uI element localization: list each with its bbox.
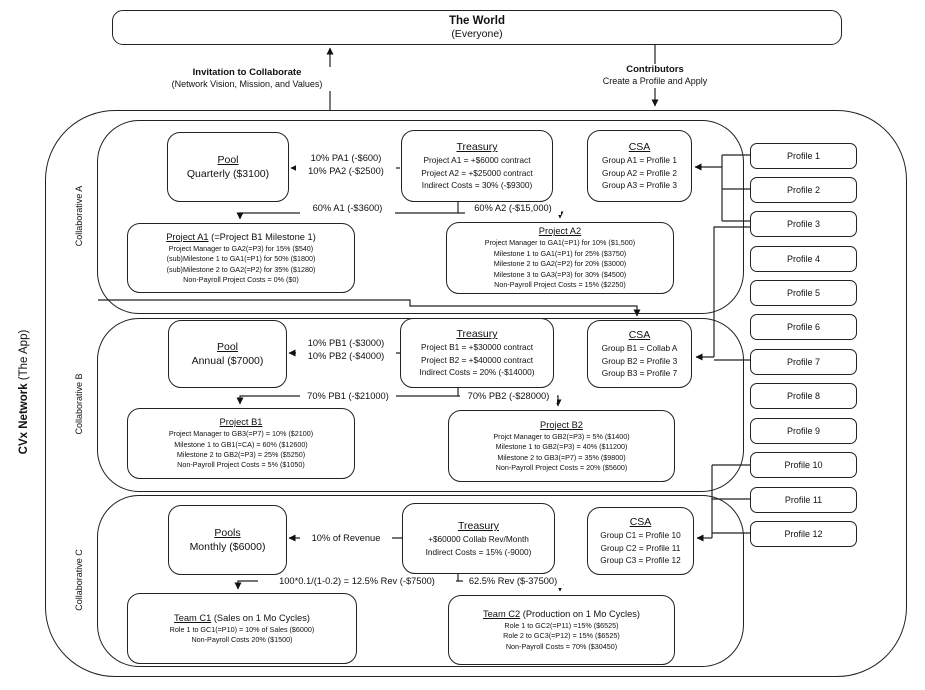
treasury-a-title: Treasury bbox=[456, 141, 498, 154]
project-a2-flow-label: 60% A2 (-$15,000) bbox=[465, 202, 561, 215]
project-a2-title: Project A2 bbox=[538, 226, 582, 237]
world-subtitle: (Everyone) bbox=[451, 28, 503, 41]
csa-b-title: CSA bbox=[628, 329, 651, 342]
profile-8-box: Profile 8 bbox=[750, 383, 857, 409]
treasury-b-box: Treasury Project B1 = +$30000 contract P… bbox=[400, 318, 554, 388]
project-b2-title: Project B2 bbox=[540, 419, 583, 430]
pool-a-flow-label: 10% PA1 (-$600) 10% PA2 (-$2500) bbox=[296, 152, 396, 178]
network-frame bbox=[45, 110, 907, 677]
project-a2-box: Project A2 Project Manager to GA1(=P1) f… bbox=[446, 222, 674, 294]
profile-1-box: Profile 1 bbox=[750, 143, 857, 169]
project-b1-title: Project B1 bbox=[219, 417, 263, 428]
profile-4-box: Profile 4 bbox=[750, 246, 857, 272]
profile-7-box: Profile 7 bbox=[750, 349, 857, 375]
profile-6-box: Profile 6 bbox=[750, 314, 857, 340]
treasury-b-title: Treasury bbox=[456, 328, 498, 341]
profile-2-box: Profile 2 bbox=[750, 177, 857, 203]
contributors-subtitle: Create a Profile and Apply bbox=[602, 76, 708, 87]
profile-3-box: Profile 3 bbox=[750, 211, 857, 237]
pool-b-box: Pool Annual ($7000) bbox=[168, 320, 287, 388]
invitation-label: Invitation to Collaborate (Network Visio… bbox=[148, 67, 346, 92]
world-box: The World (Everyone) bbox=[112, 10, 842, 45]
profile-11-box: Profile 11 bbox=[750, 487, 857, 513]
profile-12-box: Profile 12 bbox=[750, 521, 857, 547]
team-c2-box: Team C2 (Production on 1 Mo Cycles) Role… bbox=[448, 595, 675, 665]
csa-b-box: CSA Group B1 = Collab A Group B2 = Profi… bbox=[587, 320, 692, 388]
team-c1-flow-label: 100*0.1/(1-0.2) = 12.5% Rev (-$7500) bbox=[258, 575, 456, 588]
csa-c-title: CSA bbox=[629, 516, 652, 529]
pool-b-title: Pool bbox=[216, 340, 238, 353]
collaborative-a-label: Collaborative A bbox=[74, 185, 84, 247]
pool-b-flow-label: 10% PB1 (-$3000) 10% PB2 (-$4000) bbox=[296, 337, 396, 363]
team-c2-flow-label: 62.5% Rev ($-37500) bbox=[463, 575, 563, 588]
profile-10-box: Profile 10 bbox=[750, 452, 857, 478]
treasury-c-box: Treasury +$60000 Collab Rev/Month Indire… bbox=[402, 503, 555, 574]
pools-c-flow-label: 10% of Revenue bbox=[300, 532, 392, 545]
project-b1-box: Project B1 Project Manager to GB3(=P7) =… bbox=[127, 408, 355, 479]
csa-a-title: CSA bbox=[628, 141, 651, 154]
pools-c-title: Pools bbox=[214, 526, 241, 539]
profile-5-box: Profile 5 bbox=[750, 280, 857, 306]
collaborative-c-frame bbox=[97, 495, 744, 667]
pool-a-title: Pool bbox=[217, 153, 239, 166]
project-a1-box: Project A1 (=Project B1 Milestone 1) Pro… bbox=[127, 223, 355, 293]
team-c1-title: Team C1 bbox=[174, 612, 212, 623]
treasury-a-box: Treasury Project A1 = +$6000 contract Pr… bbox=[401, 130, 553, 202]
team-c2-title: Team C2 bbox=[482, 608, 521, 619]
project-b2-flow-label: 70% PB2 (-$28000) bbox=[460, 390, 557, 403]
csa-a-box: CSA Group A1 = Profile 1 Group A2 = Prof… bbox=[587, 130, 692, 202]
pool-b-detail: Annual ($7000) bbox=[191, 355, 264, 367]
project-b1-flow-label: 70% PB1 (-$21000) bbox=[300, 390, 396, 403]
pools-c-detail: Monthly ($6000) bbox=[189, 541, 266, 553]
csa-c-box: CSA Group C1 = Profile 10 Group C2 = Pro… bbox=[587, 507, 694, 575]
project-a1-title: Project A1 bbox=[166, 231, 209, 242]
network-title: CVx Network (The App) bbox=[18, 292, 32, 492]
invitation-title: Invitation to Collaborate bbox=[192, 67, 302, 78]
collaborative-c-label: Collaborative C bbox=[74, 549, 84, 611]
contributors-label: Contributors Create a Profile and Apply bbox=[565, 64, 745, 89]
network-title-bold: CVx Network bbox=[18, 383, 30, 455]
invitation-subtitle: (Network Vision, Mission, and Values) bbox=[171, 79, 323, 90]
team-c1-box: Team C1 (Sales on 1 Mo Cycles) Role 1 to… bbox=[127, 593, 357, 664]
pool-a-detail: Quarterly ($3100) bbox=[186, 168, 270, 180]
treasury-c-title: Treasury bbox=[457, 519, 500, 532]
network-title-normal: (The App) bbox=[18, 329, 30, 384]
world-title: The World bbox=[448, 15, 505, 28]
pools-c-box: Pools Monthly ($6000) bbox=[168, 505, 287, 575]
project-a1-flow-label: 60% A1 (-$3600) bbox=[300, 202, 395, 215]
profile-9-box: Profile 9 bbox=[750, 418, 857, 444]
collaborative-a-frame bbox=[97, 120, 744, 314]
project-b2-box: Project B2 Projct Manager to GB2(=P3) = … bbox=[448, 410, 675, 482]
pool-a-box: Pool Quarterly ($3100) bbox=[167, 132, 289, 202]
contributors-title: Contributors bbox=[626, 64, 684, 75]
collaborative-b-label: Collaborative B bbox=[74, 373, 84, 435]
